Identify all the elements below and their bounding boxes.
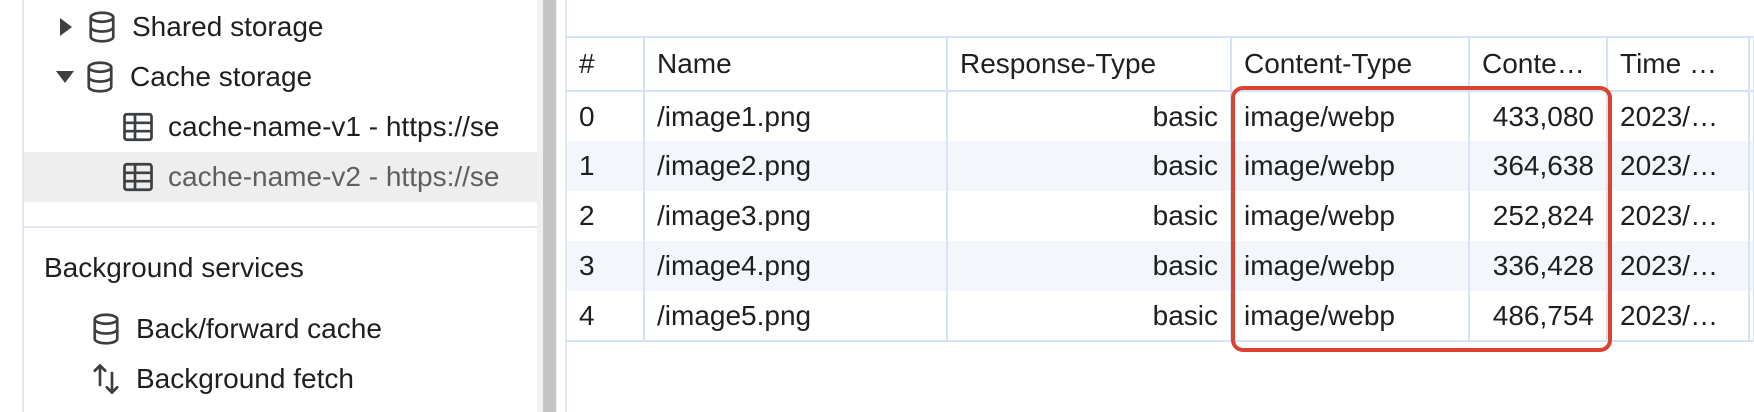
- column-header-name[interactable]: Name: [644, 36, 948, 92]
- tree-item-label: cache-name-v1 - https://se: [168, 111, 500, 142]
- cell-content-length: 252,824: [1469, 191, 1608, 241]
- sidebar-left-border: [22, 0, 24, 412]
- cell-name: /image3.png: [644, 191, 948, 241]
- database-icon: [88, 311, 124, 347]
- collapse-caret-icon[interactable]: [56, 71, 74, 83]
- cell-time-cached: 2023/…: [1607, 241, 1754, 291]
- cell-response-type: basic: [947, 241, 1232, 291]
- cell-content-type: image/webp: [1231, 191, 1470, 241]
- cell-response-type: basic: [947, 91, 1232, 141]
- tree-item-label: Back/forward cache: [136, 313, 382, 344]
- table-toolbar-space: [567, 0, 1754, 36]
- column-header-response-type[interactable]: Response-Type: [947, 36, 1232, 92]
- sidebar: Shared storage Cache storage: [0, 0, 537, 412]
- cell-response-type: basic: [947, 191, 1232, 241]
- section-divider: [24, 226, 537, 228]
- cell-time-cached: 2023/…: [1607, 191, 1754, 241]
- cell-index: 1: [567, 141, 645, 191]
- table-row[interactable]: 2 /image3.png basic image/webp 252,824 2…: [567, 191, 1754, 241]
- table-icon: [120, 109, 156, 145]
- tree-item-label: cache-name-v2 - https://se: [168, 161, 500, 192]
- cell-content-length: 336,428: [1469, 241, 1608, 291]
- tree-item-cache-entry[interactable]: cache-name-v1 - https://se: [24, 102, 537, 152]
- column-header-content-type[interactable]: Content-Type: [1231, 36, 1470, 92]
- cell-name: /image5.png: [644, 291, 948, 342]
- section-header-background-services: Background services: [44, 252, 304, 283]
- tree-item-label: Background fetch: [136, 363, 354, 394]
- expand-caret-icon[interactable]: [60, 18, 72, 36]
- cell-index: 4: [567, 291, 645, 342]
- table-icon: [120, 159, 156, 195]
- tree-item-cache-entry-selected[interactable]: cache-name-v2 - https://se: [24, 152, 537, 202]
- tree-item-label: Shared storage: [132, 11, 324, 42]
- table-row[interactable]: 1 /image2.png basic image/webp 364,638 2…: [567, 141, 1754, 191]
- cell-name: /image4.png: [644, 241, 948, 291]
- tree-item-back-forward-cache[interactable]: Back/forward cache: [24, 304, 537, 354]
- table-header-row: # Name Response-Type Content-Type Conte……: [567, 36, 1754, 92]
- database-icon: [84, 9, 120, 45]
- column-header-content-length[interactable]: Conte…: [1469, 36, 1608, 92]
- table-row[interactable]: 0 /image1.png basic image/webp 433,080 2…: [567, 91, 1754, 141]
- cell-time-cached: 2023/…: [1607, 291, 1754, 342]
- cell-response-type: basic: [947, 291, 1232, 342]
- up-down-arrows-icon: [88, 361, 124, 397]
- tree-item-label: Cache storage: [130, 61, 313, 92]
- cache-entries-table: # Name Response-Type Content-Type Conte……: [567, 36, 1754, 342]
- cell-index: 2: [567, 191, 645, 241]
- cell-time-cached: 2023/…: [1607, 91, 1754, 141]
- cell-content-length: 364,638: [1469, 141, 1608, 191]
- cell-index: 0: [567, 91, 645, 141]
- table-right-border: [1748, 36, 1750, 342]
- cell-index: 3: [567, 241, 645, 291]
- cell-content-type: image/webp: [1231, 141, 1470, 191]
- tree-item-shared-storage[interactable]: Shared storage: [24, 2, 537, 52]
- main-panel-border: [565, 0, 567, 412]
- table-row[interactable]: 3 /image4.png basic image/webp 336,428 2…: [567, 241, 1754, 291]
- cell-content-length: 486,754: [1469, 291, 1608, 342]
- cell-response-type: basic: [947, 141, 1232, 191]
- cell-content-type: image/webp: [1231, 291, 1470, 342]
- cell-time-cached: 2023/…: [1607, 141, 1754, 191]
- column-header-index[interactable]: #: [567, 36, 645, 92]
- cell-content-type: image/webp: [1231, 91, 1470, 141]
- cell-content-length: 433,080: [1469, 91, 1608, 141]
- cell-name: /image1.png: [644, 91, 948, 141]
- column-header-time-cached[interactable]: Time …: [1607, 36, 1754, 92]
- tree-item-cache-storage[interactable]: Cache storage: [24, 52, 537, 102]
- cell-content-type: image/webp: [1231, 241, 1470, 291]
- table-row[interactable]: 4 /image5.png basic image/webp 486,754 2…: [567, 291, 1754, 342]
- tree-item-background-fetch[interactable]: Background fetch: [24, 354, 537, 404]
- cell-name: /image2.png: [644, 141, 948, 191]
- database-icon: [82, 59, 118, 95]
- splitter-handle[interactable]: [543, 0, 556, 412]
